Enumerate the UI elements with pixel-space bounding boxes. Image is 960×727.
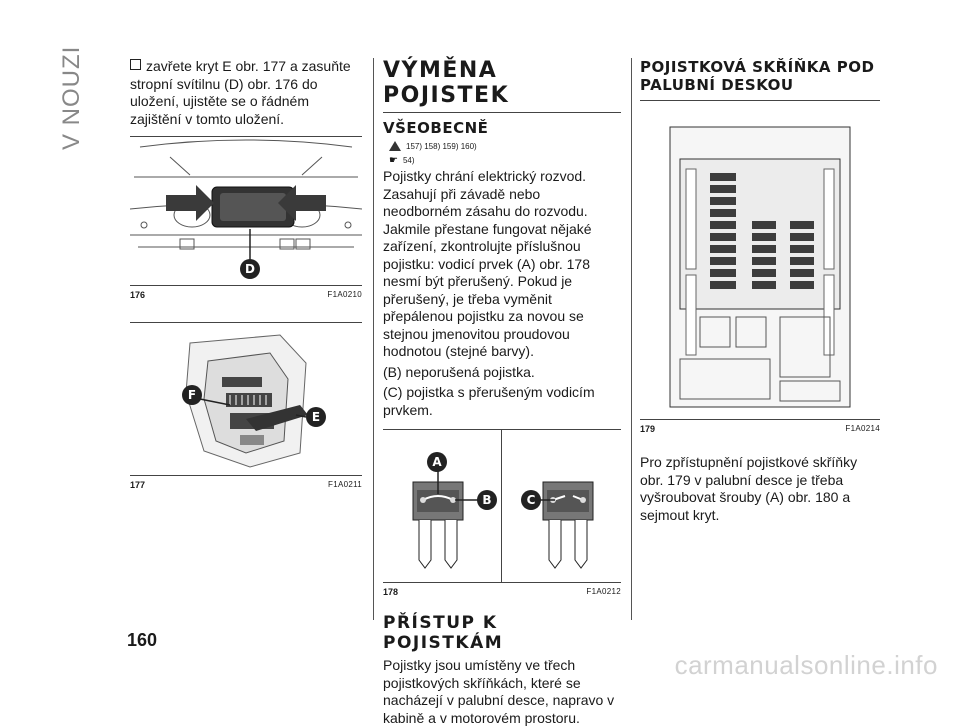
- section-title-dashboard-fusebox: POJISTKOVÁ SKŘÍŇKA POD PALUBNÍ DESKOU: [640, 58, 880, 101]
- note-references: ☛ 54): [389, 155, 415, 166]
- section-title-fuse-access: PŘÍSTUP K POJISTKÁM: [383, 613, 504, 653]
- ceiling-light-illustration: [129, 139, 363, 263]
- intro-paragraph: zavřete kryt E obr. 177 a zasuňte stropn…: [130, 58, 351, 127]
- figure-178-caption: 178 F1A0212: [383, 582, 621, 597]
- page-number: 160: [127, 630, 158, 650]
- fusebox-illustration: [669, 126, 851, 408]
- figure-179: [640, 109, 880, 419]
- fuse-paragraph-3: (C) pojistka s přerušeným vodicím prvkem…: [383, 384, 595, 418]
- figure-177-caption: 177 F1A0211: [130, 475, 362, 490]
- callout-E: E: [306, 407, 326, 427]
- figure-code: F1A0211: [328, 480, 362, 489]
- figure-code: F1A0214: [845, 424, 880, 433]
- figure-code: F1A0212: [586, 587, 621, 596]
- figure-number: 176: [130, 290, 146, 300]
- callout-B: B: [477, 490, 497, 510]
- warning-references: 157) 158) 159) 160): [389, 141, 621, 151]
- warning-triangle-icon: [389, 141, 401, 151]
- chapter-side-title: V NOUZI: [58, 45, 85, 150]
- callout-A: A: [427, 452, 447, 472]
- note-hand-icon: ☛: [389, 155, 398, 166]
- subsection-title-general: VŠEOBECNĚ: [383, 119, 489, 137]
- fuse-comparison-illustration: [412, 470, 594, 569]
- fuse-access-paragraph: Pojistky jsou umístěny ve třech pojistko…: [383, 657, 615, 726]
- fuse-paragraph-2: (B) neporušená pojistka.: [383, 363, 535, 380]
- figure-176-caption: 176 F1A0210: [130, 285, 362, 300]
- column-divider-1: [373, 58, 374, 620]
- fuse-paragraph-1: Pojistky chrání elektrický rozvod. Zasah…: [383, 168, 592, 359]
- figure-code: F1A0210: [327, 290, 362, 299]
- column-1: zavřete kryt E obr. 177 a zasuňte stropn…: [129, 58, 363, 490]
- figure-178: A B C: [383, 429, 621, 582]
- column-3: POJISTKOVÁ SKŘÍŇKA POD PALUBNÍ DESKOU: [640, 58, 880, 524]
- callout-D: D: [240, 259, 260, 279]
- bullet-square-icon: [130, 59, 141, 70]
- figure-number: 177: [130, 480, 146, 490]
- fusebox-access-paragraph: Pro zpřístupnění pojistkové skříňky obr.…: [640, 454, 858, 523]
- column-2: VÝMĚNA POJISTEK VŠEOBECNĚ 157) 158) 159)…: [383, 58, 621, 727]
- callout-C: C: [521, 490, 541, 510]
- callout-F: F: [182, 385, 202, 405]
- figure-number: 179: [640, 424, 656, 434]
- figure-176: D: [129, 136, 363, 285]
- light-cover-illustration: [185, 334, 308, 468]
- figure-divider: [501, 430, 502, 582]
- section-title-fuse-replacement: VÝMĚNA POJISTEK: [383, 58, 621, 113]
- figure-179-caption: 179 F1A0214: [640, 419, 880, 434]
- figure-177: F E: [130, 322, 362, 475]
- figure-number: 178: [383, 587, 399, 597]
- watermark-text: carmanualsonline.info: [674, 650, 938, 680]
- column-divider-2: [631, 58, 632, 620]
